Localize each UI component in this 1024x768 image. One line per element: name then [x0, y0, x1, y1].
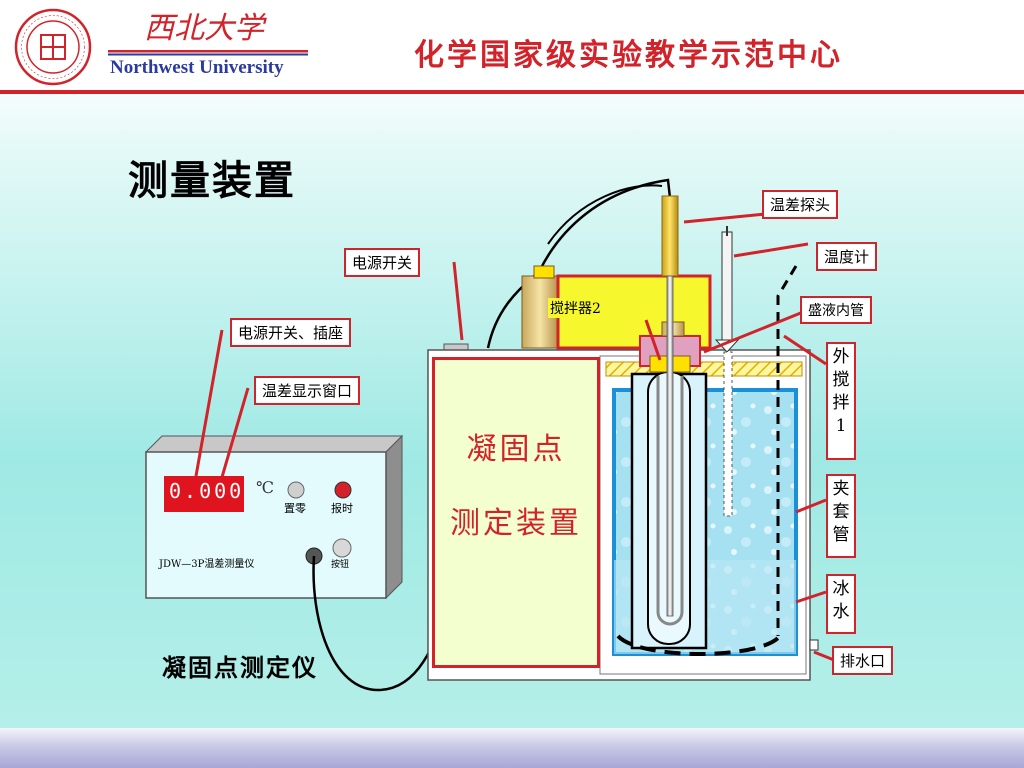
zero-button-label: 置零: [284, 502, 306, 515]
page-title: 测量装置: [128, 157, 296, 204]
label-power-switch-socket: 电源开关、插座: [230, 318, 352, 347]
stirrer-motor-cap: [533, 265, 555, 279]
temperature-meter-body: [144, 434, 404, 600]
probe-cable: [538, 178, 672, 271]
label-stirrer2: 搅拌器2: [548, 298, 603, 318]
university-name-cn-logo: 西北大学: [144, 11, 267, 46]
label-thermometer: 温度计: [816, 242, 878, 271]
logo-underline: [108, 50, 308, 56]
label-outer-stirrer: 外搅拌1: [826, 342, 856, 460]
footer-band: [0, 728, 1024, 768]
label-temp-diff-display: 温差显示窗口: [254, 376, 361, 405]
university-seal-icon: [14, 8, 92, 86]
outer-stirrer-ring: [616, 634, 782, 656]
label-jacket-tube: 夹套管: [826, 474, 856, 558]
label-ice-water: 冰水: [826, 574, 856, 634]
header-divider: [0, 90, 1024, 94]
university-name-en: Northwest University: [110, 57, 284, 78]
thermometer-stem: [721, 231, 733, 341]
apparatus-label-box: [432, 357, 600, 668]
label-temp-diff-probe: 温差探头: [762, 190, 839, 219]
drain-outlet-icon: [809, 639, 819, 651]
label-power-switch: 电源开关: [344, 248, 421, 277]
instrument-caption: 凝固点测定仪: [162, 653, 318, 682]
thermometer-bulb-rod: [723, 351, 733, 517]
center-title: 化学国家级实验教学示范中心: [414, 38, 843, 73]
display-unit: ℃: [256, 478, 274, 497]
temp-probe-head: [661, 195, 679, 277]
label-inner-tube: 盛液内管: [800, 296, 872, 324]
zero-button-icon: [287, 481, 305, 499]
inner-stirrer-loop: [656, 376, 684, 626]
probe-cable-2: [547, 184, 663, 245]
header: [0, 0, 1024, 92]
apparatus-label-line2: 测定装置: [450, 506, 582, 541]
temp-probe-rod: [666, 275, 674, 617]
university-name-cn: 西北大学: [144, 11, 267, 46]
outer-stirrer: [776, 265, 798, 636]
leader-lines: [194, 212, 835, 662]
knob-button-label: 按钮: [331, 560, 350, 570]
temp-diff-display: 0.000: [164, 476, 244, 512]
instrument-model: JDW—3P温差测量仪: [159, 559, 255, 570]
timer-button-label: 报时: [331, 502, 353, 515]
timer-button-icon: [334, 481, 352, 499]
apparatus-label-line1: 凝固点: [466, 432, 566, 467]
label-drain: 排水口: [832, 646, 894, 675]
power-switch-icon: [443, 343, 469, 351]
knob-button-icon: [332, 538, 352, 558]
